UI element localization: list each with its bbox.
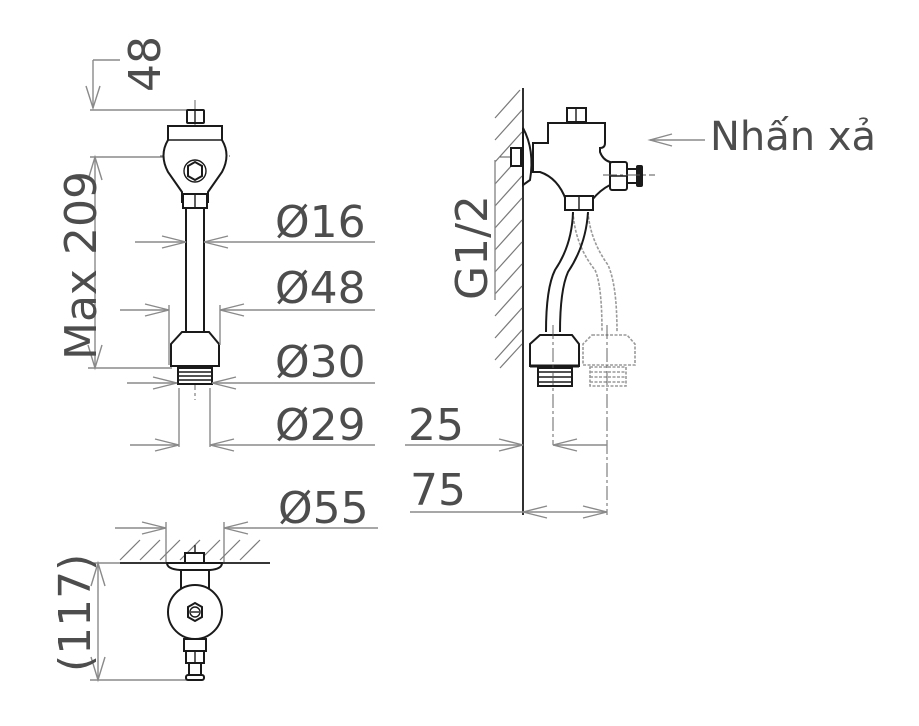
dim-top-offset: 48 bbox=[85, 36, 190, 111]
side-view: G1/2 bbox=[405, 88, 876, 519]
dim-depth-max: 75 bbox=[410, 465, 608, 519]
dim-nut-diameter-label: Ø48 bbox=[275, 263, 366, 314]
alternate-pipe-ghost bbox=[572, 211, 636, 387]
flush-button-callout: Nhấn xả bbox=[647, 114, 876, 160]
dim-thread-diameter-label: Ø30 bbox=[275, 337, 366, 388]
dim-projection: (117) bbox=[50, 554, 195, 683]
front-view: 48 Max 209 bbox=[56, 36, 375, 452]
dim-offset-wall-label: 25 bbox=[408, 400, 464, 451]
top-view: Ø55 (117) bbox=[50, 483, 378, 683]
dim-pipe-diameter-label: Ø16 bbox=[275, 197, 366, 248]
dim-pipe-diameter: Ø16 bbox=[135, 197, 375, 249]
dim-thread-diameter: Ø30 bbox=[127, 337, 375, 390]
dim-nut-diameter: Ø48 bbox=[120, 263, 375, 365]
dim-flange-diameter: Ø55 bbox=[115, 483, 378, 562]
flush-button-label: Nhấn xả bbox=[710, 114, 876, 160]
dim-offset-wall: 25 bbox=[405, 400, 607, 452]
side-valve-body bbox=[500, 107, 655, 211]
dim-outlet-diameter: Ø29 bbox=[130, 388, 375, 452]
dim-flange-diameter-label: Ø55 bbox=[278, 483, 369, 534]
dim-projection-label: (117) bbox=[50, 554, 101, 672]
dim-depth-max-label: 75 bbox=[410, 465, 466, 516]
dim-top-offset-label: 48 bbox=[120, 36, 171, 92]
dim-outlet-diameter-label: Ø29 bbox=[275, 400, 366, 451]
front-valve-body bbox=[160, 100, 230, 400]
installed-pipe bbox=[529, 211, 608, 515]
dim-height-label: Max 209 bbox=[56, 171, 107, 360]
top-valve-body bbox=[165, 545, 224, 681]
dim-height: Max 209 bbox=[56, 154, 215, 371]
dim-inlet-thread-label: G1/2 bbox=[447, 195, 498, 300]
